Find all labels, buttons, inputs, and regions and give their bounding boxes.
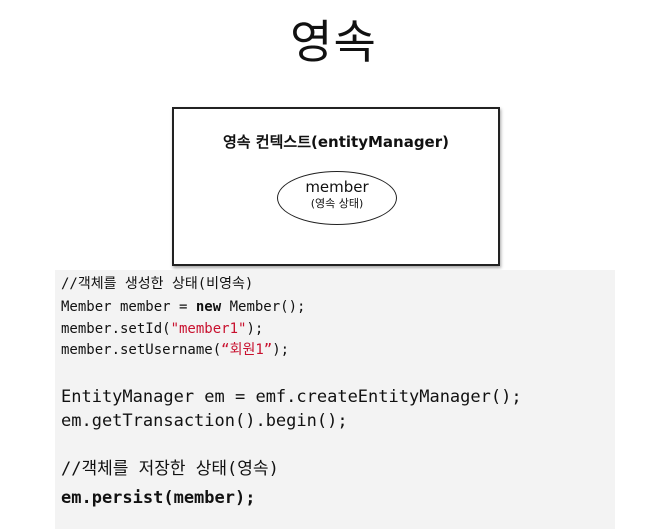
code-text: member.setUsername(	[61, 342, 222, 358]
code-text: Member();	[221, 299, 306, 315]
code-text: member.setId(	[61, 321, 171, 337]
persistence-context-label: 영속 컨텍스트(entityManager)	[222, 133, 449, 151]
code-line-persist: em.persist(member);	[61, 488, 256, 508]
code-line-begin-tx: em.getTransaction().begin();	[61, 411, 348, 431]
page-title: 영속	[290, 15, 377, 69]
code-line-create-em: EntityManager em = emf.createEntityManag…	[61, 387, 522, 407]
code-text: Member member =	[61, 299, 196, 315]
code-line-new-member: Member member = new Member();	[61, 298, 305, 316]
code-line-set-username: member.setUsername(“회원1”);	[61, 341, 289, 359]
code-line-comment-transient: //객체를 생성한 상태(비영속)	[61, 275, 253, 293]
entity-state: (영속 상태)	[310, 197, 364, 210]
code-string: “회원1”	[221, 342, 273, 358]
code-text: );	[246, 321, 264, 337]
code-comment: //객체를 생성한 상태(비영속)	[61, 276, 254, 292]
code-block: //객체를 생성한 상태(비영속) Member member = new Me…	[55, 270, 615, 529]
code-line-comment-managed: //객체를 저장한 상태(영속)	[61, 459, 279, 479]
code-keyword: new	[195, 299, 222, 315]
code-string: "member1"	[170, 321, 247, 337]
persistence-context-box: 영속 컨텍스트(entityManager) member (영속 상태)	[172, 107, 500, 266]
entity-name: member	[305, 178, 369, 196]
code-text: );	[272, 342, 290, 358]
code-line-set-id: member.setId("member1");	[61, 320, 263, 338]
member-entity-ellipse: member (영속 상태)	[277, 171, 397, 225]
